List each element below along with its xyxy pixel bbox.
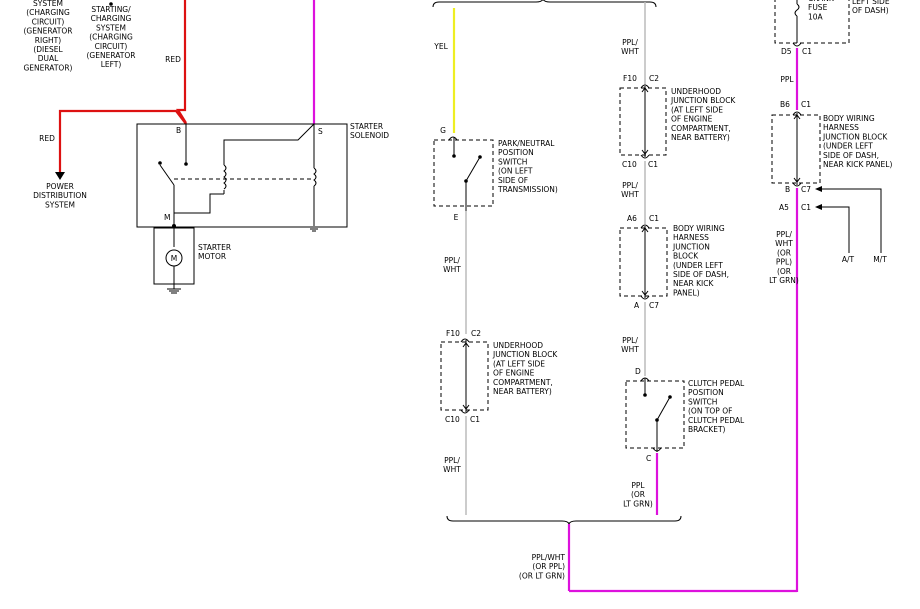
c1-c: C1: [648, 160, 658, 169]
c1-a: C1: [470, 415, 480, 424]
c7-b: C7: [801, 185, 811, 194]
c2-a: C2: [471, 329, 481, 338]
f10-b: F10: [623, 74, 637, 83]
c1-f: C1: [801, 203, 811, 212]
starter-solenoid-box: [136, 123, 348, 228]
fuse-symbol: [794, 3, 800, 17]
c10-a: C10: [445, 415, 460, 424]
pin-a5: A5: [779, 203, 789, 212]
yel-label: YEL: [433, 42, 448, 51]
red-wire-top: [176, 0, 187, 124]
red-wire-label-left: RED: [39, 134, 55, 143]
ppl-wht-label-4: PPL/WHT: [621, 181, 639, 199]
c2-b: C2: [649, 74, 659, 83]
ppl-wht-label-3: PPL/WHT: [621, 38, 639, 56]
pin-b: B: [785, 185, 790, 194]
crank-fuse-label: CRANKFUSE10A: [808, 0, 835, 21]
ppl-label-right: PPL: [780, 75, 794, 84]
c1-d: C1: [802, 47, 812, 56]
c10-b: C10: [622, 160, 637, 169]
underhood-jb-box-b: [619, 87, 667, 156]
body-wiring-jb-box-a: [619, 227, 668, 297]
at-label: A/T: [842, 255, 855, 264]
pin-e: E: [454, 213, 459, 222]
f10-a: F10: [446, 329, 460, 338]
power-arrow: [55, 172, 65, 180]
mt-wire: [821, 188, 882, 253]
ppl-wht-label-1: PPL/WHT: [443, 256, 461, 274]
red-wire-label-top: RED: [165, 55, 181, 64]
motor-letter: M: [171, 254, 177, 263]
c7-a: C7: [649, 301, 659, 310]
mt-label: M/T: [873, 255, 887, 264]
splice-dot: [109, 2, 113, 6]
bottom-ppl-label: PPL/WHT(OR PPL)(OR LT GRN): [519, 553, 566, 580]
body-wiring-jb-box-b: [771, 114, 821, 184]
underhood-jb-box-a: [440, 341, 489, 411]
term-m: M: [164, 213, 170, 222]
pin-a6: A6: [627, 214, 637, 223]
crank-fuse-box: [774, 0, 850, 44]
at-wire: [821, 206, 850, 253]
park-neutral-switch-box: [433, 139, 494, 207]
pin-a: A: [634, 301, 640, 310]
ppl-wht-label-5: PPL/WHT: [621, 336, 639, 354]
clutch-switch-box: [625, 380, 685, 449]
pin-b6: B6: [780, 100, 790, 109]
pin-d5: D5: [781, 47, 792, 56]
red-wire-left: [58, 109, 187, 172]
term-b: B: [176, 126, 181, 135]
c1-e: C1: [801, 100, 811, 109]
pin-d: D: [635, 367, 641, 376]
pin-g: G: [440, 126, 446, 135]
c1-b: C1: [649, 214, 659, 223]
term-s: S: [318, 127, 323, 136]
pin-c: C: [646, 454, 651, 463]
ppl-wht-label-2: PPL/WHT: [443, 456, 461, 474]
